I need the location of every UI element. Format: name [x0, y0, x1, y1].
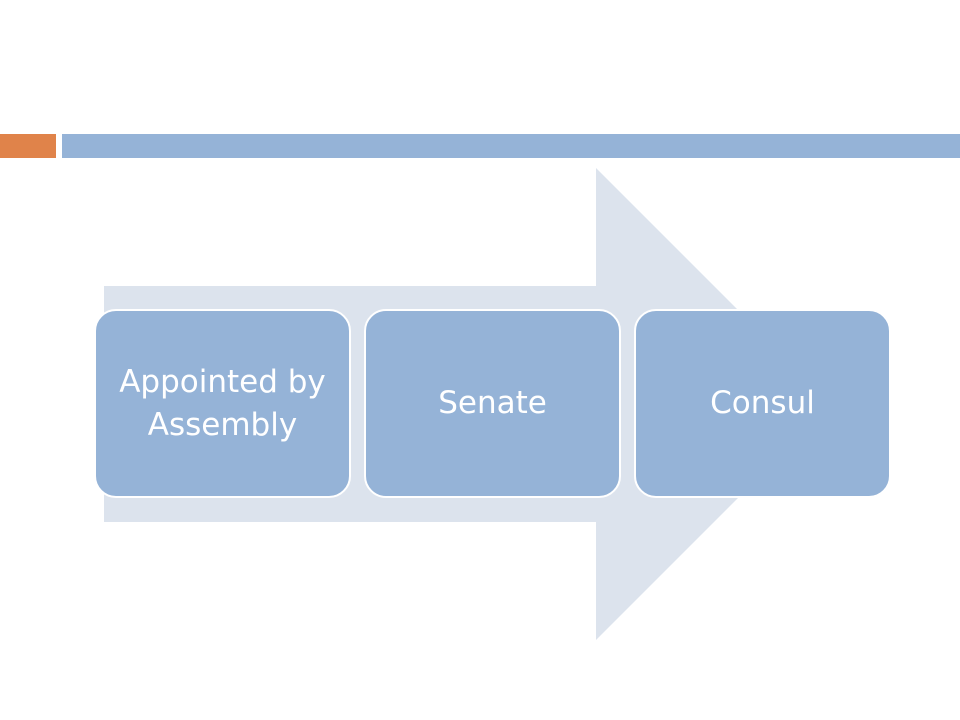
step-label: Senate [438, 385, 547, 422]
step-label: Appointed by Assembly [119, 364, 326, 443]
accent-bar [0, 134, 56, 158]
step-box-senate: Senate [364, 309, 621, 498]
step-box-consul: Consul [634, 309, 891, 498]
step-box-appointed-by-assembly: Appointed by Assembly [94, 309, 351, 498]
header-bar [62, 134, 960, 158]
step-label: Consul [710, 385, 815, 422]
